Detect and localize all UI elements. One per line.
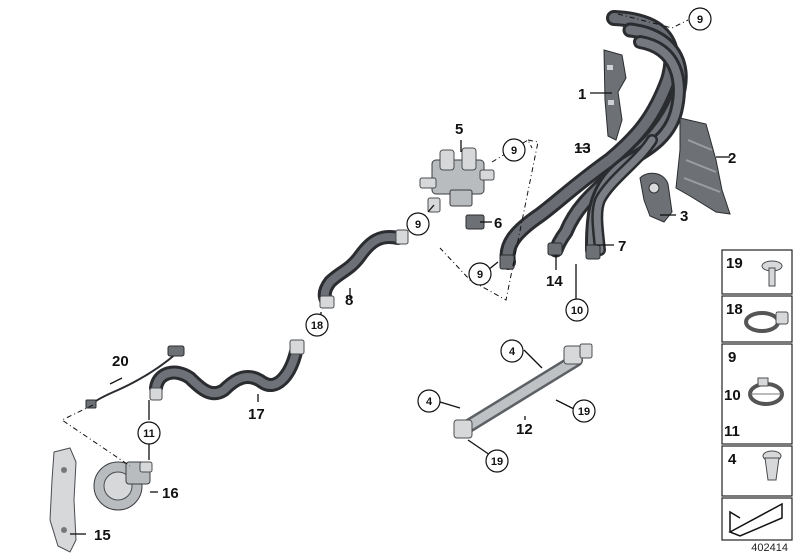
legend-label-18: 18 — [726, 301, 743, 318]
label-16: 16 — [162, 485, 179, 502]
hose-17[interactable] — [149, 339, 305, 401]
label-6: 6 — [494, 215, 502, 232]
clip-3[interactable] — [639, 172, 673, 223]
label-14: 14 — [546, 273, 563, 290]
bracket-1[interactable] — [603, 49, 627, 141]
legend-row-19[interactable] — [721, 249, 793, 295]
legend-label-11: 11 — [724, 423, 740, 440]
legend-row-4[interactable] — [721, 445, 793, 497]
callout-10: 10 — [571, 305, 583, 317]
hose-8[interactable] — [317, 229, 409, 309]
legend-panel: 19 18 9 10 11 4 — [721, 249, 793, 541]
callout-9-bottom: 9 — [477, 269, 483, 281]
label-15: 15 — [94, 527, 111, 544]
sensor-cable-20[interactable] — [85, 345, 185, 409]
diagram-number: 402414 — [751, 542, 788, 554]
callout-4-left: 4 — [426, 396, 433, 408]
cover-2[interactable] — [675, 117, 731, 215]
screw-icon — [761, 260, 783, 287]
callout-9-valve: 9 — [511, 145, 517, 157]
label-8: 8 — [345, 292, 353, 309]
hose-bundle-13[interactable] — [499, 10, 688, 270]
part-labels: 1 2 3 5 6 7 8 12 13 14 15 16 17 20 — [94, 86, 736, 544]
callout-4-top: 4 — [509, 346, 516, 358]
valve-block-5[interactable] — [419, 147, 495, 213]
label-2: 2 — [728, 150, 736, 167]
direction-arrow-icon — [728, 502, 783, 537]
hose-end-fitting — [547, 242, 563, 256]
callout-19-right: 19 — [578, 406, 590, 418]
label-1: 1 — [578, 86, 586, 103]
bracket-15[interactable] — [49, 447, 77, 553]
callout-9-top: 9 — [697, 14, 703, 26]
spring-clamp-icon — [748, 377, 784, 406]
label-5: 5 — [455, 121, 463, 138]
legend-label-19: 19 — [726, 255, 743, 272]
label-12: 12 — [516, 421, 533, 438]
leader-lines — [70, 92, 730, 535]
callout-18: 18 — [311, 320, 323, 332]
callout-11: 11 — [143, 428, 155, 440]
pipe-12[interactable] — [453, 343, 593, 439]
hose-clamp-icon — [744, 311, 789, 333]
label-7: 7 — [618, 238, 626, 255]
label-20: 20 — [112, 353, 129, 370]
legend-label-10: 10 — [724, 387, 741, 404]
callout-9-left: 9 — [415, 219, 421, 231]
pump-16[interactable] — [93, 461, 153, 511]
callouts: 9 9 9 9 10 11 18 4 4 19 19 — [137, 7, 712, 473]
label-3: 3 — [680, 208, 688, 225]
hose-end-fitting — [499, 254, 515, 270]
hose-end-fitting — [585, 244, 601, 260]
callout-19-bottom: 19 — [491, 456, 503, 468]
legend-label-4: 4 — [728, 451, 737, 468]
label-13: 13 — [574, 140, 591, 157]
legend-label-9: 9 — [728, 349, 736, 366]
label-17: 17 — [248, 406, 265, 423]
expanding-rivet-icon — [762, 450, 782, 481]
